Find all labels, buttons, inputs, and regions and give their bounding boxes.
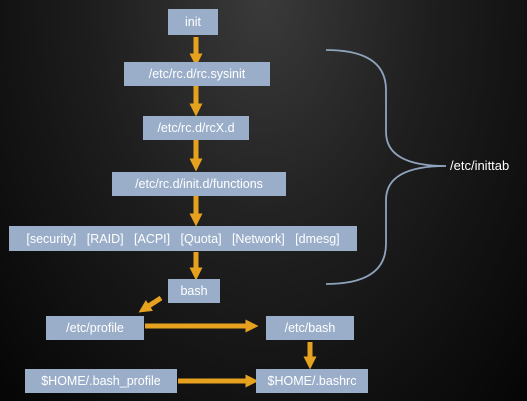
brace-label-inittab: /etc/inittab xyxy=(450,158,510,173)
node-bash: bash xyxy=(168,279,220,303)
node-bashrc: $HOME/.bashrc xyxy=(256,369,368,393)
arrow-bash-to-profile xyxy=(138,295,163,313)
node-init: init xyxy=(168,9,218,35)
node-init-functions: /etc/rc.d/init.d/functions xyxy=(112,172,286,196)
node-etc-profile: /etc/profile xyxy=(46,316,144,340)
node-rcx-d: /etc/rc.d/rcX.d xyxy=(143,116,249,140)
node-modules: [security] [RAID] [ACPI] [Quota] [Networ… xyxy=(9,226,357,251)
node-bash-profile: $HOME/.bash_profile xyxy=(25,369,177,393)
node-rc-sysinit: /etc/rc.d/rc.sysinit xyxy=(124,62,270,86)
node-etc-bash: /etc/bash xyxy=(266,316,354,340)
